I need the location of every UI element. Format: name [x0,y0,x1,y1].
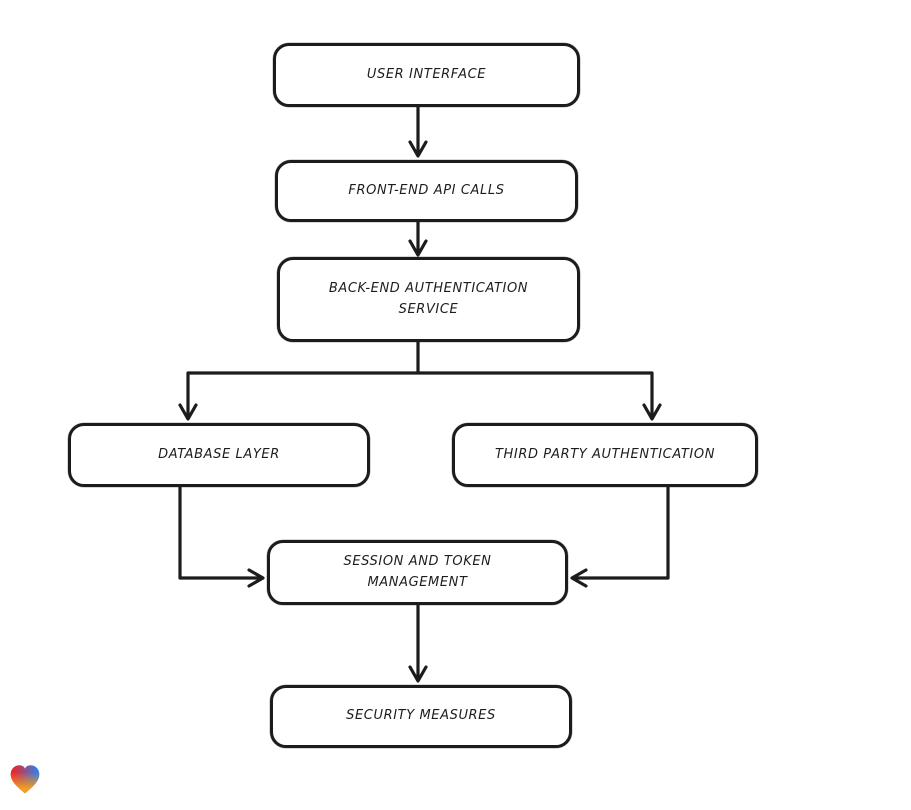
node-label: BACK-END AUTHENTICATION SERVICE [328,281,529,317]
node-session-and-token-management[interactable]: SESSION AND TOKEN MANAGEMENT [267,540,568,605]
node-label: SESSION AND TOKEN MANAGEMENT [343,554,492,590]
edge-database-layer-to-session-and-token-management [178,484,265,588]
edge-third-party-authentication-to-session-and-token-management [570,484,670,588]
node-database-layer[interactable]: DATABASE LAYER [68,423,370,487]
node-label: THIRD PARTY AUTHENTICATION [494,446,716,462]
node-back-end-authentication-service[interactable]: BACK-END AUTHENTICATION SERVICE [277,257,580,342]
node-security-measures[interactable]: SECURITY MEASURES [270,685,572,748]
heart-logo [10,765,40,794]
node-label: DATABASE LAYER [158,446,280,462]
node-front-end-api-calls[interactable]: FRONT-END API CALLS [275,160,578,222]
node-label: USER INTERFACE [366,66,487,82]
edge-back-end-authentication-service-split [178,339,662,421]
node-label: FRONT-END API CALLS [348,182,505,198]
node-third-party-authentication[interactable]: THIRD PARTY AUTHENTICATION [452,423,758,487]
node-label: SECURITY MEASURES [346,708,496,724]
edge-user-interface-to-front-end-api-calls [408,104,428,158]
node-user-interface[interactable]: USER INTERFACE [273,43,580,107]
edge-front-end-api-calls-to-back-end-authentication-service [408,219,428,257]
edge-session-and-token-management-to-security-measures [408,602,428,683]
